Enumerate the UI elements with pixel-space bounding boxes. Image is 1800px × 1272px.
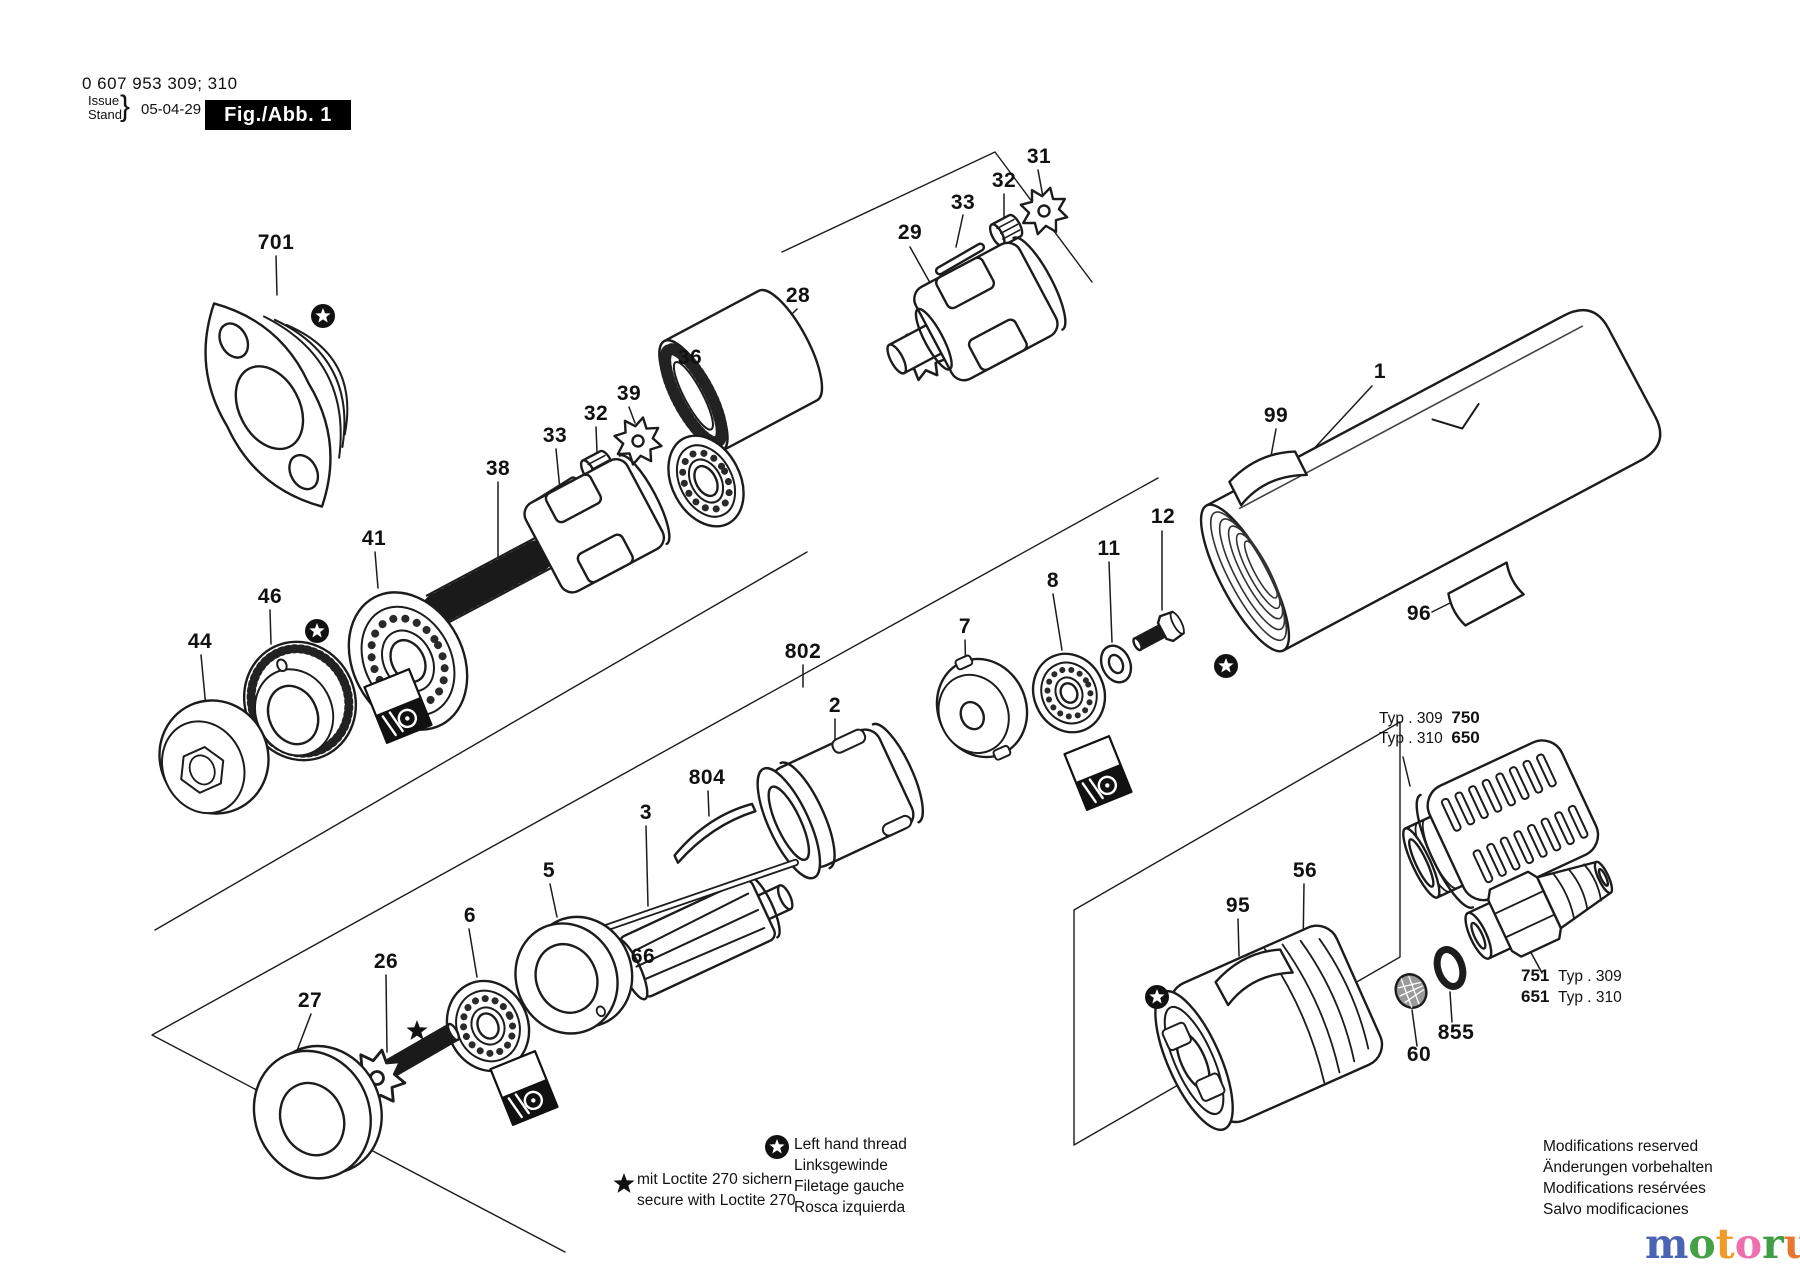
watermark-letter: m <box>1645 1220 1689 1268</box>
loctite-line-de: mit Loctite 270 sichern <box>637 1171 793 1188</box>
watermark-letter: o <box>1688 1220 1716 1268</box>
lht-line-es: Rosca izquierda <box>794 1199 906 1216</box>
part-adjust-ring-46 <box>242 640 358 762</box>
motoruf-watermark: motoruf.de <box>1645 1220 1800 1268</box>
issue-date: 05-04-29 <box>141 101 202 118</box>
left-hand-thread-icon <box>303 617 331 645</box>
mods-line-en: Modifications reserved <box>1543 1138 1699 1155</box>
left-hand-thread-icon <box>1143 983 1171 1011</box>
part-muffler-750-650 <box>1402 739 1600 909</box>
part-bearing-36 <box>667 434 745 528</box>
part-vane-804 <box>673 802 757 864</box>
typ-text: Typ . 309 <box>1558 968 1622 985</box>
left-hand-thread-icon <box>309 302 337 330</box>
watermark-letter: r <box>1762 1220 1784 1268</box>
typ-310-650-label: Typ . 310 650 <box>1379 728 1480 748</box>
figure-label-box: Fig./Abb. 1 <box>205 100 351 130</box>
loctite-legend: mit Loctite 270 sichern secure with Loct… <box>637 1169 796 1211</box>
watermark-letter: o <box>1734 1220 1763 1268</box>
part-washer-11 <box>1099 644 1133 684</box>
watermark-letter: u <box>1783 1220 1800 1268</box>
part-number-750: 750 <box>1451 708 1480 727</box>
typ-text: Typ . 310 <box>1558 989 1622 1006</box>
issue-stand-label: Issue Stand <box>88 94 122 122</box>
part-nut-44 <box>158 699 270 815</box>
part-ring-5 <box>514 915 634 1035</box>
part-ring-gear-28 <box>658 288 824 453</box>
typ-651-310-label: 651 Typ . 310 <box>1521 987 1622 1007</box>
mods-line-es: Salvo modificaciones <box>1543 1201 1689 1218</box>
part-disc-27 <box>252 1044 383 1180</box>
part-end-plate-7 <box>935 654 1029 761</box>
issue-brace: } <box>120 90 131 123</box>
lht-line-de: Linksgewinde <box>794 1157 888 1174</box>
leader-lines <box>200 169 1543 1078</box>
part-spindle-38 <box>415 454 671 628</box>
typ-309-750-label: Typ . 309 750 <box>1379 708 1480 728</box>
part-number-651: 651 <box>1521 987 1550 1006</box>
watermark-letters: motoruf <box>1645 1220 1800 1268</box>
left-hand-thread-legend: Left hand thread Linksgewinde Filetage g… <box>794 1134 907 1218</box>
loctite-legend-icon <box>612 1171 636 1195</box>
lht-line-fr: Filetage gauche <box>794 1178 905 1195</box>
typ-text: Typ . 309 <box>1379 710 1443 727</box>
document-part-number: 0 607 953 309; 310 <box>82 74 238 93</box>
loctite-icon <box>405 1018 429 1042</box>
typ-751-309-label: 751 Typ . 309 <box>1521 966 1622 986</box>
stand-label: Stand <box>88 107 122 122</box>
part-number-650: 650 <box>1451 728 1480 747</box>
part-fitting-751-651 <box>1464 860 1614 960</box>
part-nameplate-96 <box>1447 561 1525 627</box>
part-number-751: 751 <box>1521 966 1550 985</box>
left-hand-thread-legend-icon <box>763 1133 791 1161</box>
modifications-legend: Modifications reserved Änderungen vorbeh… <box>1543 1136 1713 1220</box>
part-carrier-29 <box>886 236 1067 382</box>
issue-label: Issue <box>88 93 120 108</box>
typ-text: Typ . 310 <box>1379 730 1443 747</box>
lubricant-icon <box>1063 734 1133 812</box>
mods-line-fr: Modifications resérvées <box>1543 1180 1706 1197</box>
part-cylinder-2 <box>756 722 924 880</box>
left-hand-thread-icon <box>1212 652 1240 680</box>
part-bearing-8 <box>1031 652 1107 734</box>
part-flange-701 <box>204 302 349 508</box>
watermark-letter: t <box>1715 1220 1735 1268</box>
lht-line-en: Left hand thread <box>794 1136 907 1153</box>
loctite-line-en: secure with Loctite 270 <box>637 1192 796 1209</box>
part-screw-12 <box>1132 610 1185 652</box>
part-housing-1 <box>1199 308 1662 653</box>
part-screen-60 <box>1394 973 1428 1009</box>
part-pin-33-top <box>934 242 986 276</box>
part-bearing-6 <box>445 979 531 1073</box>
mods-line-de: Änderungen vorbehalten <box>1543 1159 1713 1176</box>
part-o-ring-855 <box>1433 946 1467 990</box>
